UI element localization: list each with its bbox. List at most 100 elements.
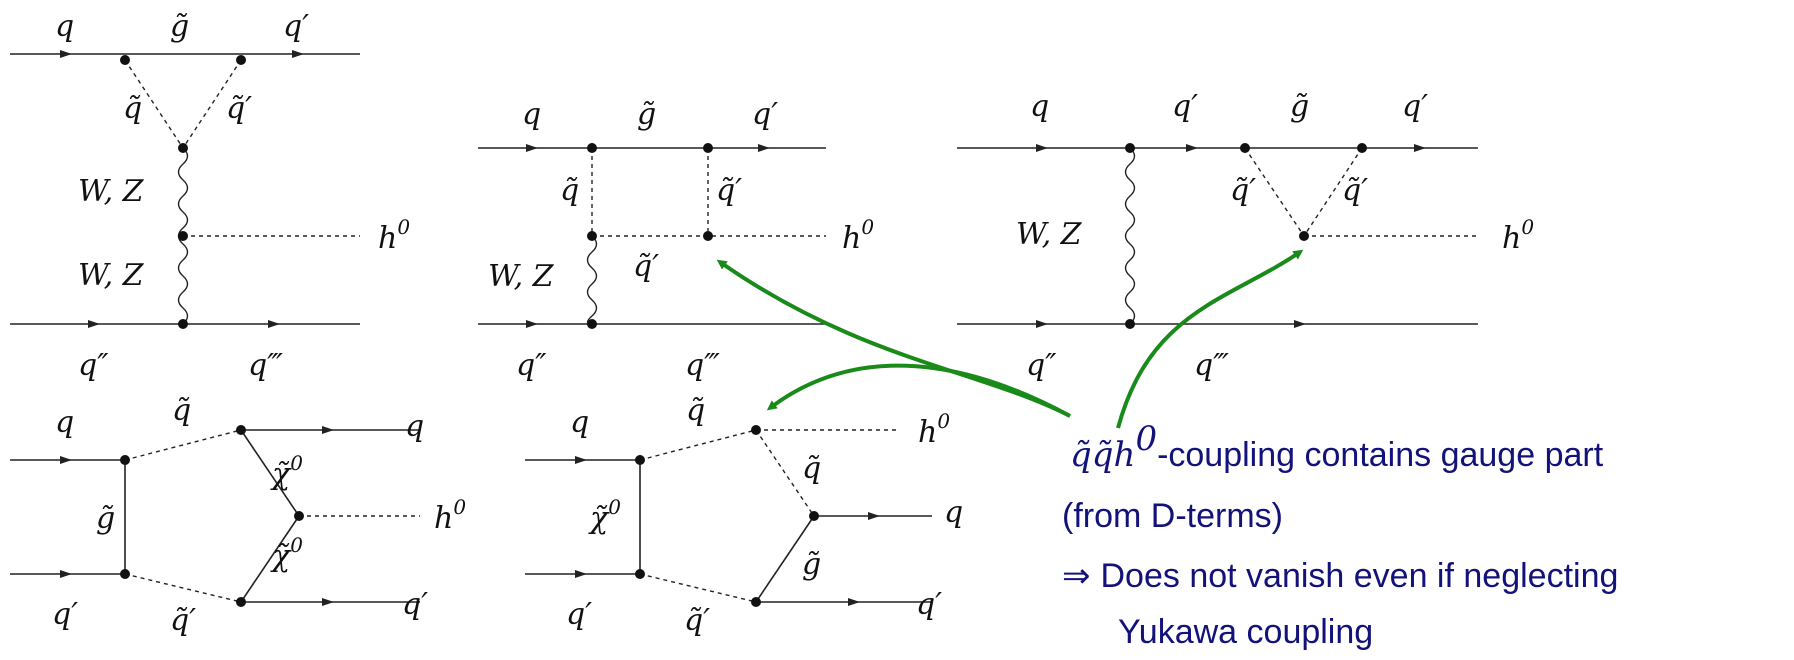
coupling-line: q̃q̃h0-coupling contains gauge part: [1070, 419, 1604, 475]
neutralino-line: [240, 515, 300, 603]
label-squark-left: q̃: [560, 173, 579, 208]
label-gluino: g̃: [802, 547, 821, 582]
label-gluino: g̃: [170, 9, 189, 44]
vertex: [120, 55, 130, 65]
vertex: [178, 319, 188, 329]
label-higgs: h0: [1502, 215, 1534, 256]
arrow-icon: [575, 456, 587, 464]
label-wz: W, Z: [488, 259, 555, 294]
boson-line: [586, 235, 598, 325]
arrow-icon: [60, 456, 72, 464]
vertex: [635, 569, 645, 579]
squark-line: [1303, 147, 1363, 237]
vertex: [809, 511, 819, 521]
label-squark-mid: q̃′: [633, 249, 659, 284]
squark-line: [639, 429, 757, 461]
label-wz: W, Z: [1016, 217, 1083, 252]
vertex: [236, 425, 246, 435]
label-squark-left: q̃′: [1230, 173, 1256, 208]
implies-line: ⇒Does not vanish even if neglecting: [1062, 557, 1618, 595]
label-qp-out: q′: [402, 587, 428, 622]
label-squark-bottom: q̃′: [170, 603, 196, 638]
diagram-3: q q′ g̃ q′ q̃′ q̃′ W, Z h0 q″ q‴: [957, 89, 1534, 383]
diagram-4: q q̃ q g̃ χ̃0 χ̃0 h0 q′ q̃′ q′: [10, 393, 466, 638]
arrow-icon: [60, 50, 72, 58]
label-q-prime: q′: [283, 9, 309, 44]
label-q-out: q: [944, 495, 963, 530]
diagram-1: q g̃ q′ q̃ q̃′ W, Z W, Z h0 q″ q‴: [10, 9, 410, 383]
vertex: [751, 425, 761, 435]
yukawa-line: Yukawa coupling: [1118, 613, 1373, 651]
arrow-icon: [526, 144, 538, 152]
arrow-icon: [322, 598, 334, 606]
arrow-icon: [1036, 320, 1048, 328]
vertex: [587, 319, 597, 329]
boson-line: [1124, 147, 1136, 325]
label-q-triple-prime: q‴: [685, 348, 720, 383]
label-qp-in: q′: [52, 597, 78, 632]
vertex: [178, 143, 188, 153]
arrow-icon: [1036, 144, 1048, 152]
label-neutralino: χ̃0: [588, 495, 621, 536]
squark-line: [124, 429, 242, 461]
squark-line: [182, 59, 242, 149]
arrow-icon: [1414, 144, 1426, 152]
vertex: [236, 55, 246, 65]
label-q-prime: q′: [752, 97, 778, 132]
arrow-icon: [60, 570, 72, 578]
label-neutralino-bottom: χ̃0: [270, 533, 303, 574]
squark-line: [1244, 147, 1305, 237]
label-q: q: [55, 9, 74, 44]
arrow-icon: [526, 320, 538, 328]
label-q-in: q: [570, 405, 589, 440]
arrow-icon: [322, 426, 334, 434]
vertex: [120, 455, 130, 465]
label-higgs: h0: [842, 215, 874, 256]
label-q-out: q: [405, 409, 424, 444]
label-squark-bottom: q̃′: [684, 603, 710, 638]
label-q-double-prime: q″: [1026, 348, 1057, 383]
label-higgs: h0: [434, 495, 466, 536]
label-q-double-prime: q″: [516, 348, 547, 383]
diagram-2: q g̃ q′ q̃ q̃′ q̃′ W, Z h0 q″ q‴: [478, 97, 874, 383]
label-qp-out: q′: [916, 587, 942, 622]
annotation-text: q̃q̃h0-coupling contains gauge part (fro…: [1062, 419, 1618, 651]
label-higgs: h0: [378, 215, 410, 256]
label-gluino: g̃: [96, 501, 115, 536]
squark-line: [124, 59, 184, 149]
label-gluino: g̃: [637, 97, 656, 132]
vertex: [236, 597, 246, 607]
vertex: [587, 231, 597, 241]
label-q-double-prime: q″: [78, 348, 109, 383]
label-squark-right: q̃′: [226, 91, 252, 126]
arrow-icon: [88, 320, 100, 328]
vertex: [1125, 143, 1135, 153]
arrow-icon: [292, 50, 304, 58]
arrow-icon: [758, 144, 770, 152]
arrow-icon: [1294, 320, 1306, 328]
label-wz-bottom: W, Z: [78, 258, 145, 293]
d-terms-line: (from D-terms): [1062, 497, 1283, 535]
label-q-triple-prime: q‴: [248, 348, 283, 383]
label-q-prime-1: q′: [1172, 89, 1198, 124]
label-squark-top: q̃: [686, 393, 705, 428]
label-q-triple-prime: q‴: [1194, 348, 1229, 383]
vertex: [1125, 319, 1135, 329]
vertex: [1299, 231, 1309, 241]
label-q-prime-2: q′: [1402, 89, 1428, 124]
label-squark-top: q̃: [172, 393, 191, 428]
annotation-arrows: [716, 249, 1304, 429]
arrow-icon: [848, 598, 860, 606]
diagram-5: q q̃ h0 χ̃0 q̃ q g̃ q′ q̃′ q′: [525, 393, 963, 638]
neutralino-line: [240, 429, 300, 517]
label-q: q: [1030, 89, 1049, 124]
label-squark-right: q̃′: [1342, 173, 1368, 208]
gluino-line: [755, 515, 815, 603]
label-wz-top: W, Z: [78, 174, 145, 209]
vertex: [703, 143, 713, 153]
vertex: [178, 231, 188, 241]
vertex: [1357, 143, 1367, 153]
label-higgs: h0: [918, 409, 950, 450]
